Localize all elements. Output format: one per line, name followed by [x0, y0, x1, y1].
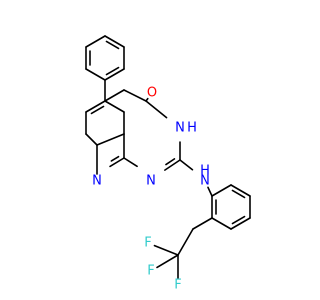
bond-ar-4 — [230, 217, 251, 230]
bond-nh-aryl — [207, 186, 213, 197]
atom-n-amine: N — [200, 174, 210, 189]
bond-c-f1 — [153, 244, 179, 256]
bond-c4-n3 — [145, 100, 168, 119]
bond-c4-up — [123, 89, 147, 102]
bond-c2-n1 — [164, 159, 181, 171]
bond-ar-1 — [211, 184, 232, 197]
bond-ph-3 — [104, 68, 125, 81]
bond-ar-5 — [211, 217, 232, 230]
chemical-structure-diagram: O N H N N N H F F F — [85, 35, 251, 293]
atom-h-amine: H — [200, 164, 210, 179]
bond-c2-nh — [179, 159, 194, 171]
atom-n-ring: N — [175, 121, 185, 136]
atom-n-pyrimidine: N — [146, 174, 156, 189]
bond-ar-2 — [230, 184, 251, 197]
bond-ar-cf3-b — [177, 228, 194, 256]
bond-c8a-n8 — [109, 157, 125, 168]
bond-c8a-n8-double — [110, 155, 120, 162]
bond-n8-c8a — [96, 133, 125, 146]
bond-c5-c6 — [85, 100, 106, 113]
bond-c4a-c4 — [104, 89, 125, 102]
bond-ph-6 — [85, 35, 106, 48]
bond-c7-n8 — [85, 133, 98, 146]
bond-ph-4 — [85, 68, 106, 81]
bond-ph-core-b — [104, 100, 125, 113]
bond-layer — [85, 35, 251, 279]
bond-ph-1-double — [105, 40, 120, 50]
bond-c-f2 — [156, 254, 179, 269]
bond-c5-c6-double — [90, 105, 105, 115]
bond-ph-3-double — [105, 66, 120, 76]
atom-label-layer: O N H N N N H F F F — [92, 86, 210, 293]
atom-f3: F — [174, 278, 181, 293]
atom-h-ring: H — [187, 121, 197, 136]
bond-c8a-n1 — [123, 157, 138, 168]
bond-c2-n1-double — [165, 158, 176, 166]
bond-ph-1 — [104, 35, 125, 48]
atom-f2: F — [147, 264, 154, 279]
bond-ar-4-double — [231, 215, 246, 225]
bond-ar-2-double — [231, 189, 246, 199]
atom-o: O — [147, 86, 157, 101]
bond-ar-cf3-a — [192, 217, 213, 230]
atom-n-pyridine: N — [92, 174, 102, 189]
atom-f1: F — [144, 236, 151, 251]
